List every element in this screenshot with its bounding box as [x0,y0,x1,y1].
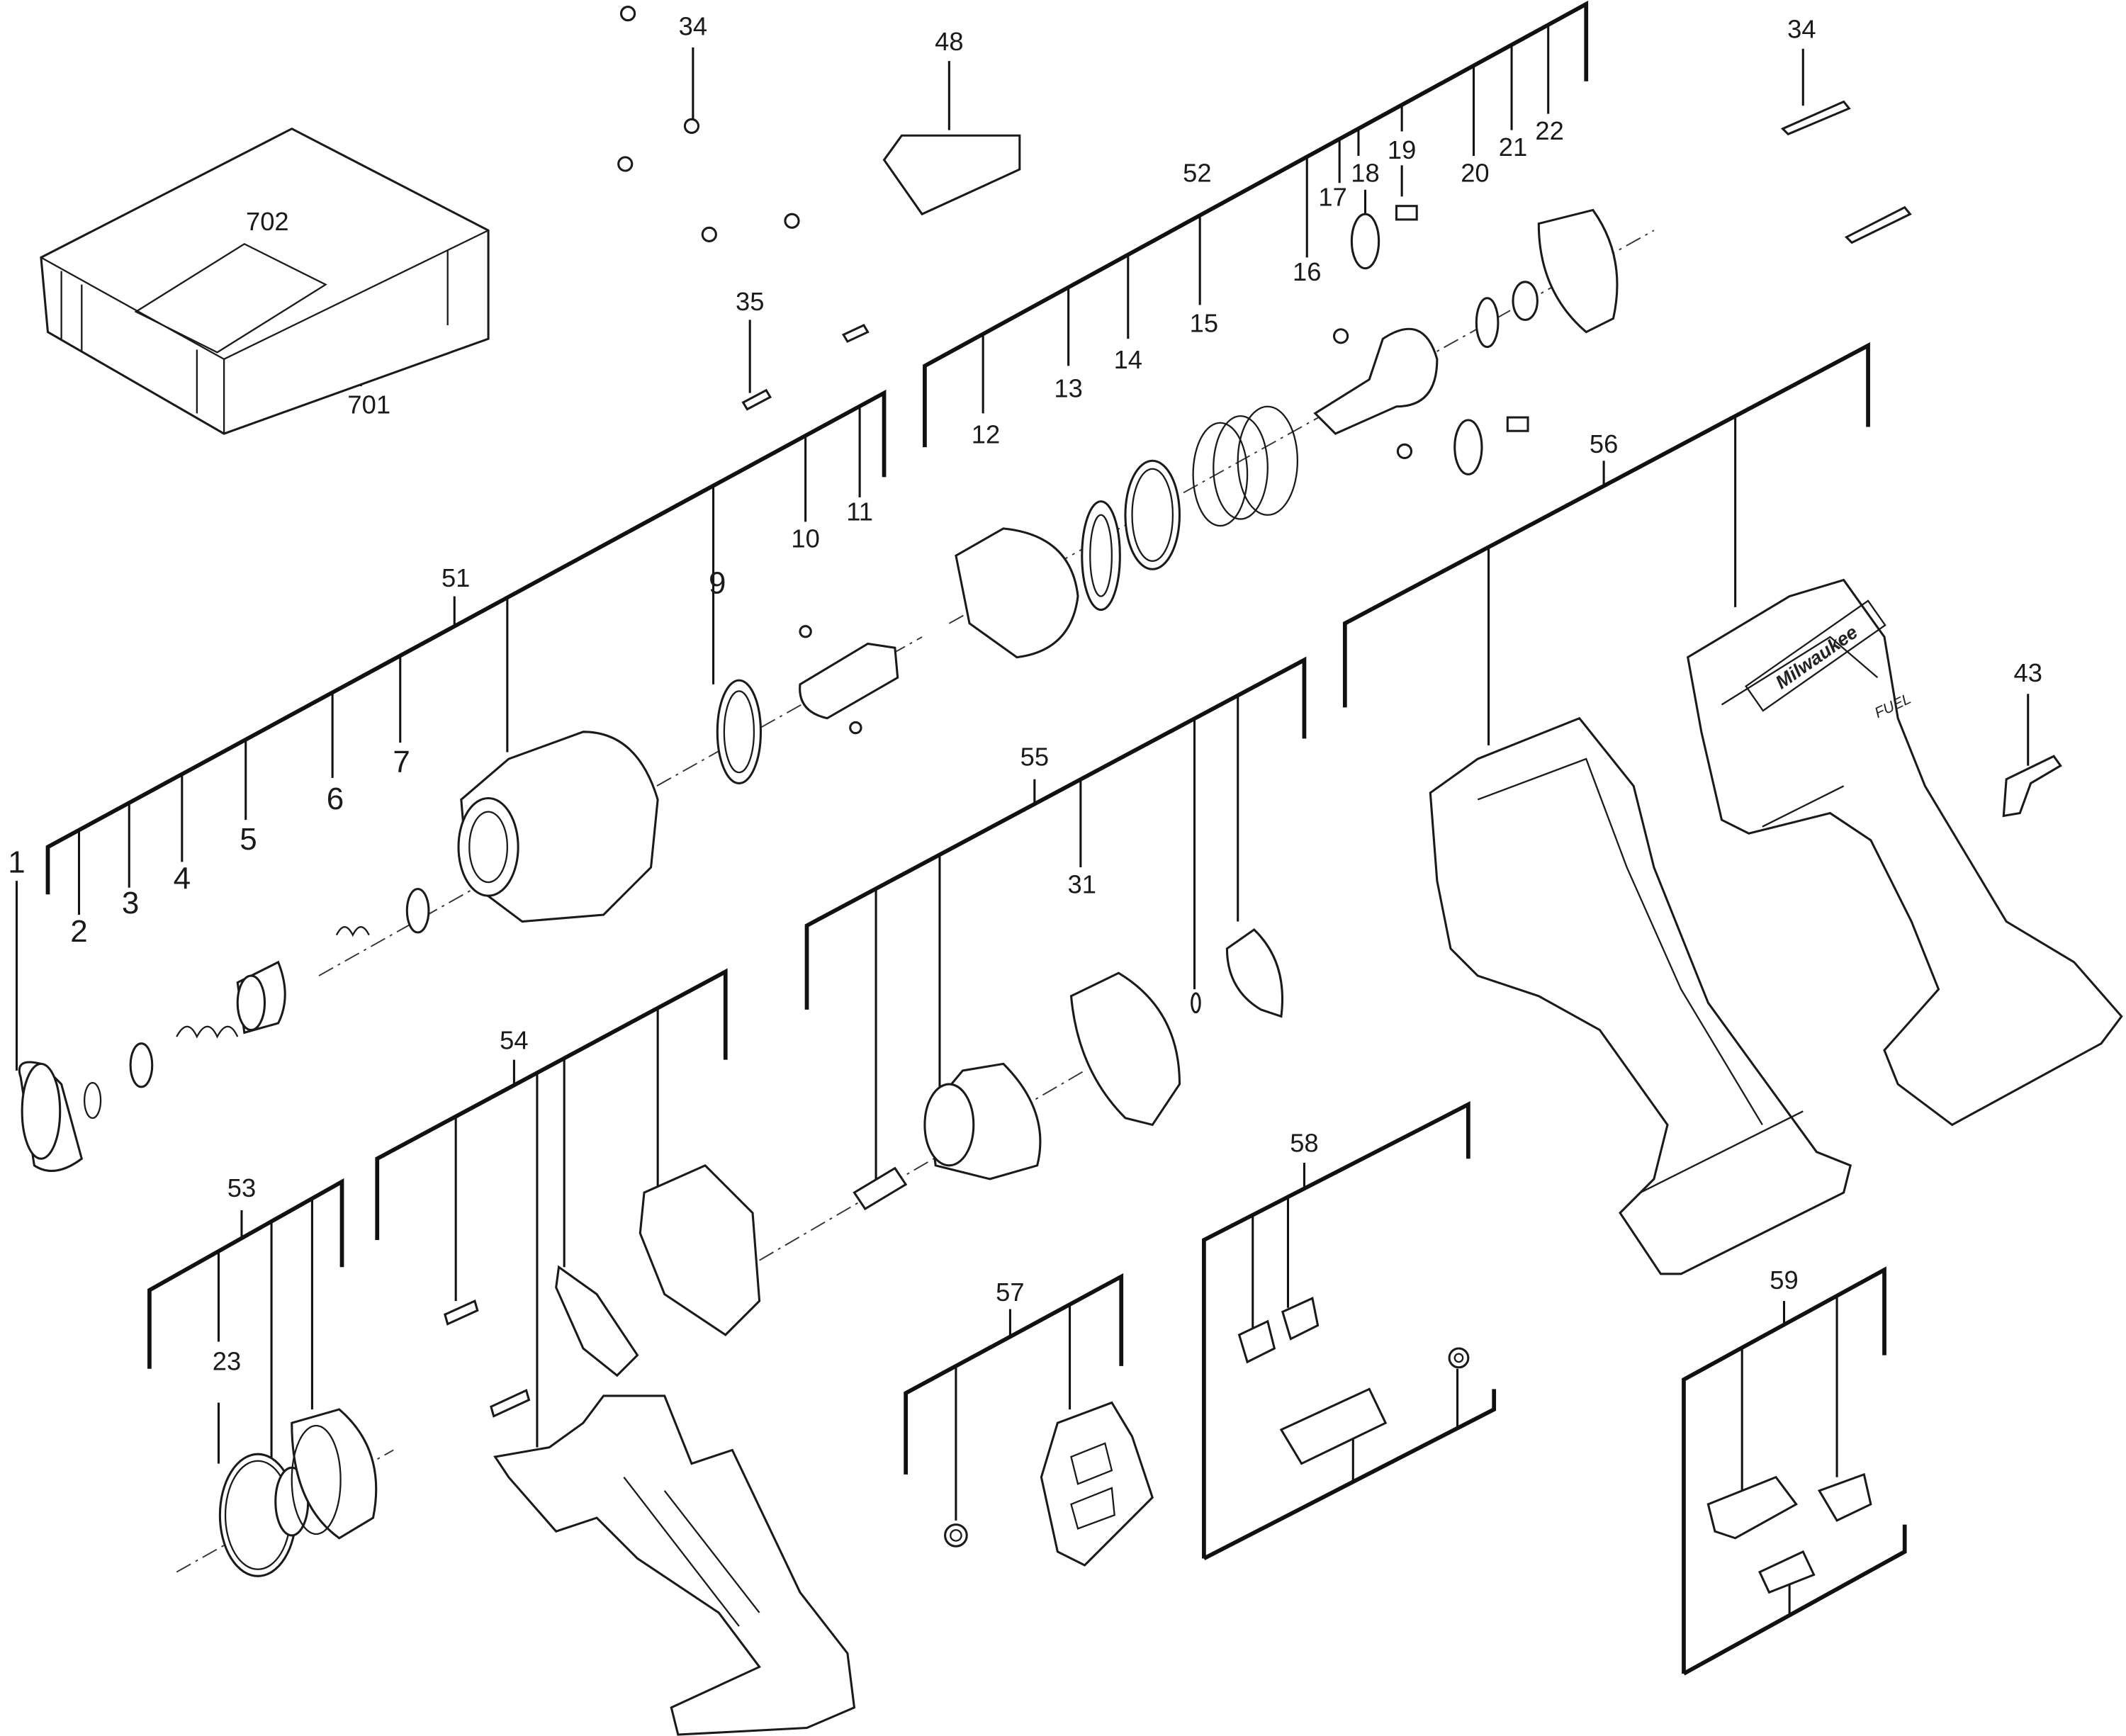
bracket-59 [1682,1266,1907,1676]
bracket-51 [45,389,887,915]
callout-6: 6 [327,782,344,816]
callout-16: 16 [1293,257,1321,286]
housing-56: Milwaukee FUEL [1429,578,2123,1275]
callout-31: 31 [1068,869,1096,898]
callout-2: 2 [70,914,87,949]
contact-set-59 [1706,1472,1872,1594]
motor-55 [853,928,1284,1211]
callout-51: 51 [441,563,470,592]
carrying-case-701 [40,127,490,435]
callout-17: 17 [1318,183,1346,212]
bracket-56 [1342,342,1870,745]
callout-20: 20 [1461,158,1489,187]
bracket-53 [147,1178,344,1464]
callout-15: 15 [1190,309,1218,338]
bracket-55 [804,656,1307,1179]
callout-13: 13 [1054,373,1082,402]
electronics-54 [444,1163,856,1736]
callout-34: 34 [679,12,707,41]
callout-4: 4 [174,862,191,896]
callout-7: 7 [393,745,410,779]
callout-19: 19 [1388,135,1416,164]
callout-12: 12 [972,419,1000,449]
front-assembly-51 [18,625,899,1172]
callout-23: 23 [213,1347,241,1376]
part-43 [2002,755,2062,818]
callout-54: 54 [500,1025,528,1054]
callout-702: 702 [246,207,289,236]
bracket-57 [904,1273,1124,1521]
callout-14: 14 [1114,345,1142,374]
callout-18: 18 [1351,158,1379,187]
label-plate-48 [882,134,1021,216]
callout-1: 1 [8,845,25,880]
callout-52: 52 [1183,158,1211,187]
axis-line-gear [948,230,1655,624]
bracket-58 [1202,1101,1497,1561]
callout-43: 43 [2014,658,2042,687]
callout-55: 55 [1020,743,1049,772]
screws-35 [741,324,870,411]
callout-58: 58 [1290,1129,1318,1158]
callout-35: 35 [736,287,764,316]
callout-5: 5 [240,822,257,857]
callout-701: 701 [347,390,390,419]
callout-57: 57 [996,1278,1024,1307]
callout-53: 53 [227,1173,256,1202]
callout-10: 10 [791,524,819,553]
callout-9: 9 [709,566,726,601]
bracket-54 [375,968,728,1448]
callout-11: 11 [846,497,873,526]
bearing-set-53 [218,1408,378,1577]
gear-assembly-52 [955,205,1619,659]
screws-34 [617,6,1912,244]
bracket-52 [923,0,1589,448]
callout-56: 56 [1590,429,1618,458]
switch-set-57 [944,1401,1154,1567]
callout-labels: 34 48 34 702 701 35 52 18 19 17 16 20 21… [8,12,2042,1376]
callout-21: 21 [1499,133,1527,162]
callout-22: 22 [1535,116,1563,145]
callout-3: 3 [122,886,139,920]
led-set-58 [1237,1297,1470,1465]
callout-59: 59 [1770,1266,1798,1295]
callout-34: 34 [1787,15,1816,44]
callout-48: 48 [935,27,963,56]
